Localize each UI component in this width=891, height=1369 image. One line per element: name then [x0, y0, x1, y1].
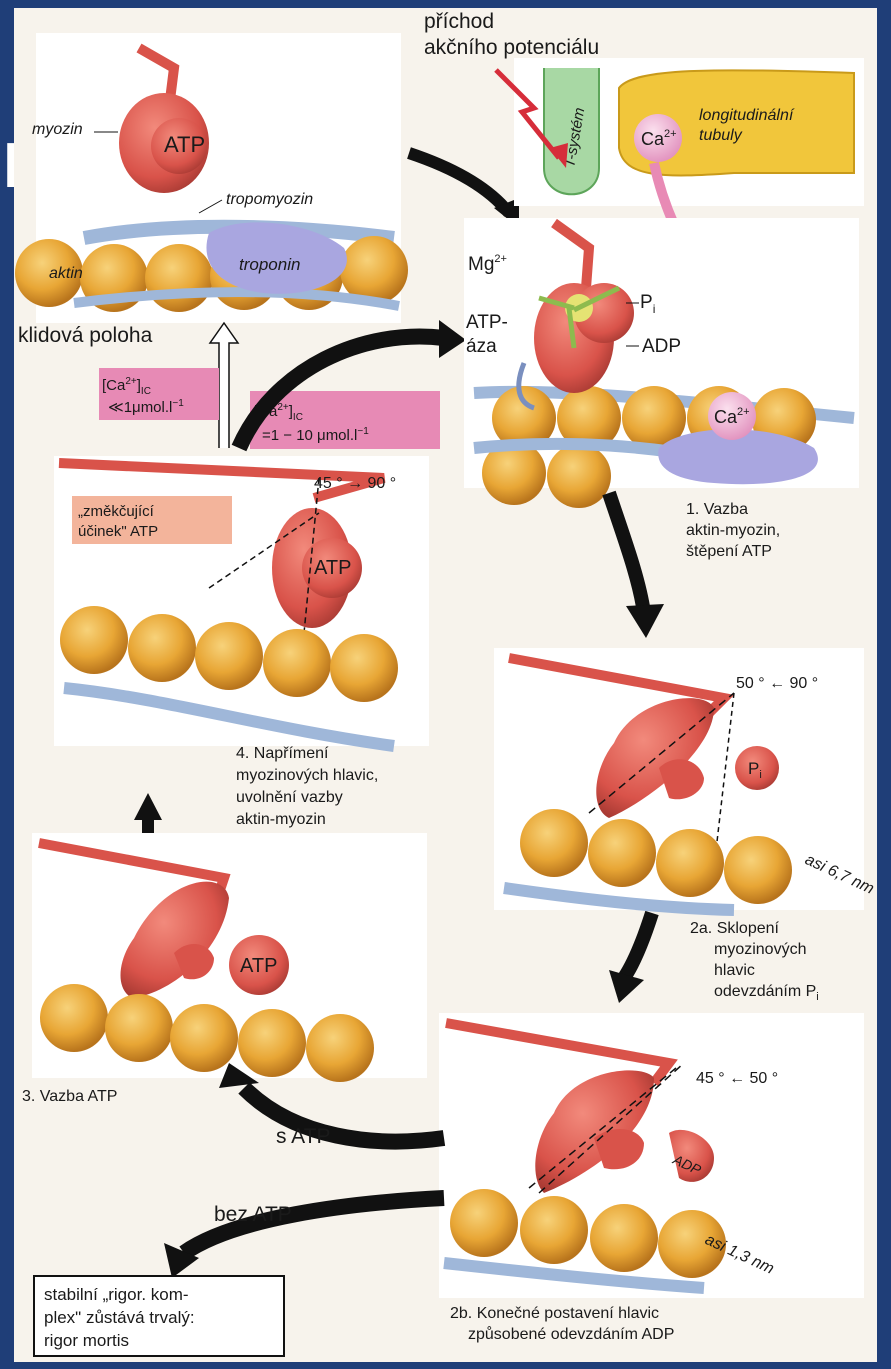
panel-step2b: ADP 45 ° ← 50 ° asi 1,3 nm: [439, 1013, 864, 1298]
pi-label-step1: P: [640, 292, 653, 313]
panel-step4: ATP „změkčující účinek" ATP 45 ° → 90 °: [54, 456, 429, 746]
rigor-label-2: plex" zůstává trvalý:: [44, 1308, 195, 1327]
atp-label-step4: ATP: [314, 557, 351, 579]
atp-label-a: ATP: [164, 132, 205, 157]
arrow-step2a-to-2b: [624, 913, 652, 978]
step2b-label-1: 2b. Konečné postavení hlavic: [450, 1305, 659, 1322]
softening-label-2: účinek" ATP: [78, 523, 158, 540]
mg-label: Mg: [468, 254, 494, 275]
arrival-line1: příchod: [424, 10, 494, 33]
actin-label: aktin: [49, 265, 83, 282]
tropomyosin-label: tropomyozin: [226, 191, 313, 208]
atp-label-step3: ATP: [240, 955, 277, 977]
myosin-label: myozin: [32, 121, 83, 138]
softening-label-1: „změkčující: [78, 503, 155, 520]
step2a-label-1: 2a. Sklopení: [690, 920, 780, 937]
step2a-label-2: myozinových: [714, 941, 806, 958]
panel-step1: Ca2+ Mg2+ ATP- áza Pi ADP: [464, 218, 859, 508]
angle-label-step2a: 50 ° ← 90 °: [736, 675, 818, 692]
panel-step2a: Pi 50 ° ← 90 ° asi 6,7 nm: [494, 648, 876, 910]
atpase-label-2: áza: [466, 336, 497, 357]
cross-bridge-cycle-diagram: ATP myozin tropomyozin aktin troponin kl…: [14, 8, 877, 1362]
troponin-label: troponin: [239, 255, 300, 274]
step1-label-1: 1. Vazba: [686, 501, 748, 518]
step2a-label-4: odevzdáním P: [714, 983, 816, 1000]
arrow-step1-to-2a: [609, 493, 644, 613]
step4-label-2: myozinových hlavic,: [236, 767, 378, 784]
angle-label-step2b: 45 ° ← 50 °: [696, 1070, 778, 1087]
step4-label-4: aktin-myozin: [236, 811, 326, 828]
resting-position-label: klidová poloha: [18, 324, 153, 347]
step4-label-3: uvolnění vazby: [236, 789, 343, 806]
step1-label-2: aktin-myozin,: [686, 522, 780, 539]
step1-label-3: štěpení ATP: [686, 543, 772, 560]
rigor-label-3: rigor mortis: [44, 1331, 129, 1350]
diagram-page: ATP myozin tropomyozin aktin troponin kl…: [14, 8, 877, 1362]
panel-step3: ATP: [32, 833, 427, 1082]
step2a-label-3: hlavic: [714, 962, 755, 979]
svg-text:=1 − 10 μmol.l−1: =1 − 10 μmol.l−1: [262, 426, 369, 444]
arrow-to-step1: [409, 153, 509, 213]
step3-label: 3. Vazba ATP: [22, 1088, 117, 1105]
longitudinal-label-2: tubuly: [699, 127, 743, 144]
with-atp-label: s ATP: [276, 1125, 330, 1148]
adp-label-step1: ADP: [642, 336, 681, 357]
atpase-label-1: ATP-: [466, 312, 508, 333]
panel-resting: ATP myozin tropomyozin aktin troponin: [15, 33, 408, 323]
arrival-line2: akčního potenciálu: [424, 36, 599, 59]
rigor-label-1: stabilní „rigor. kom-: [44, 1285, 189, 1304]
arrow-with-atp: [244, 1088, 444, 1141]
angle-label-step4: 45 ° → 90 °: [314, 475, 396, 492]
rigor-box: stabilní „rigor. kom- plex" zůstává trva…: [34, 1276, 284, 1356]
ca-low-box: [Ca2+]IC ≪1μmol.l−1: [99, 368, 219, 420]
step4-label-1: 4. Napřímení: [236, 745, 329, 762]
without-atp-label: bez ATP: [214, 1203, 292, 1226]
svg-text:odevzdáním Pi: odevzdáním Pi: [714, 983, 819, 1003]
step2b-label-2: způsobené odevzdáním ADP: [468, 1325, 674, 1343]
longitudinal-label-1: longitudinální: [699, 107, 795, 124]
